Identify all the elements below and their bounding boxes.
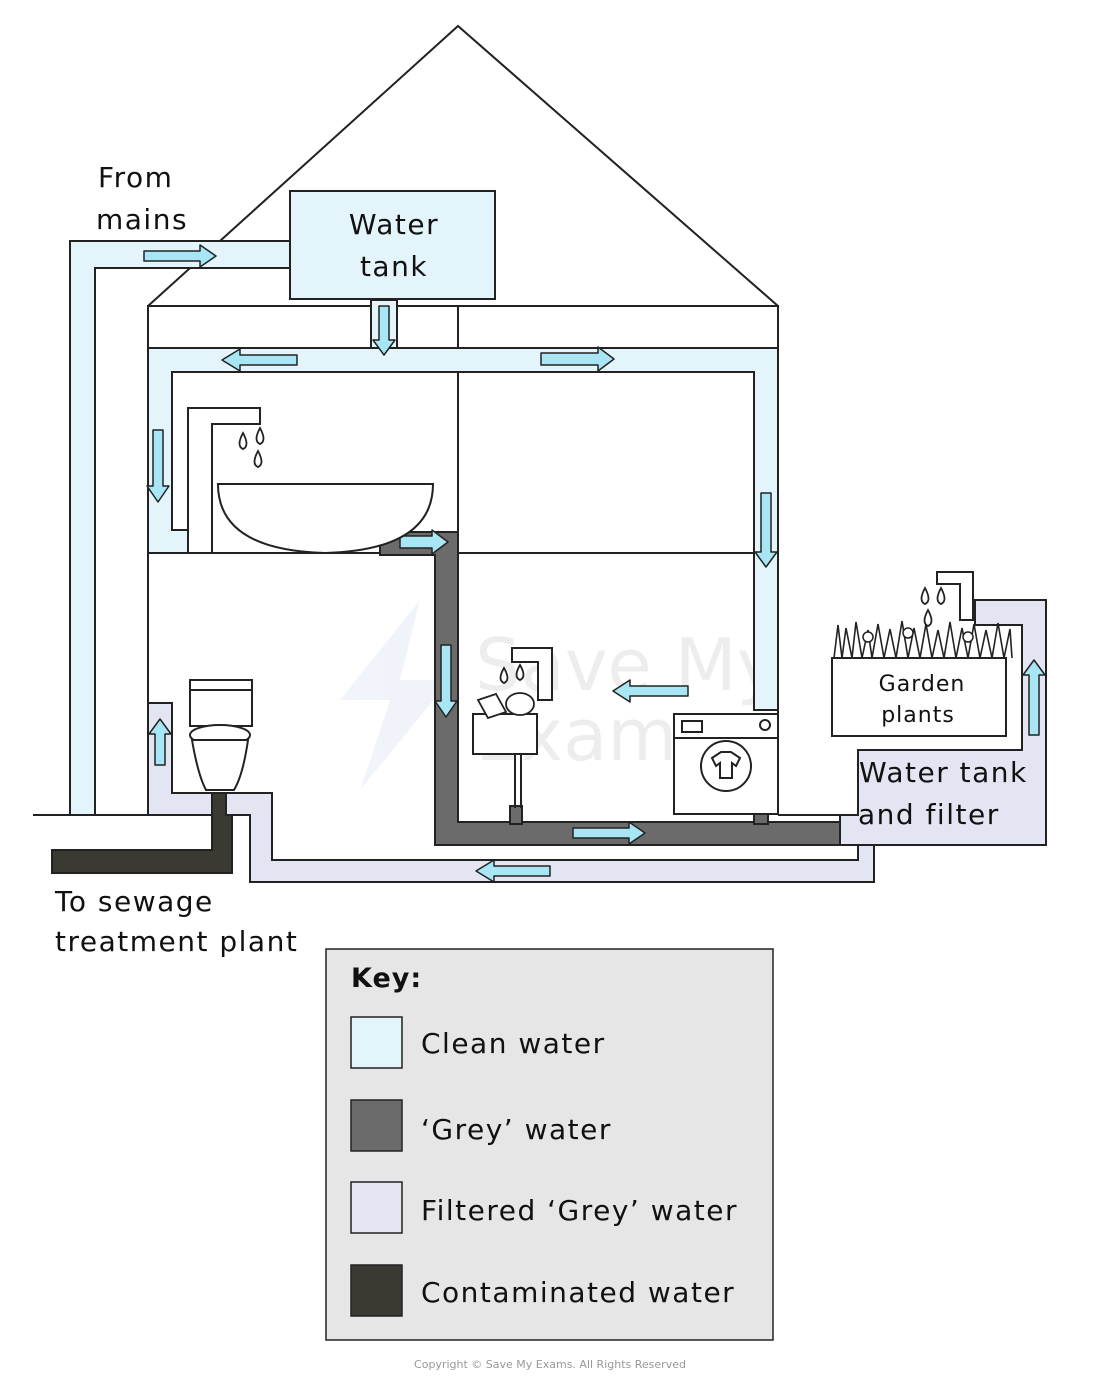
arrow-down-icon (434, 644, 458, 718)
copyright: Copyright © Save My Exams. All Rights Re… (414, 1358, 686, 1371)
garden-plants-label-line-1: Garden (879, 672, 966, 697)
key-label-contaminated: Contaminated water (421, 1276, 735, 1309)
arrow-right-icon (540, 346, 615, 372)
arrow-left-icon (475, 859, 551, 883)
water-tank-filter-label-line-2: and filter (858, 798, 1000, 831)
arrow-right-icon (399, 529, 449, 555)
basin-icon (216, 483, 435, 555)
shirt-icon (710, 751, 742, 779)
garden-tap-icon (936, 571, 974, 621)
kitchen-tap-icon (511, 647, 553, 701)
arrow-down-icon (372, 305, 396, 356)
bathroom-sink (187, 407, 435, 555)
kitchen-basin-icon (472, 713, 538, 755)
watermark-bolt-icon (340, 600, 450, 790)
from-mains-label: From mains (96, 161, 188, 236)
arrow-right-icon (143, 244, 217, 268)
arrow-down-icon (146, 429, 170, 503)
arrow-down-icon (754, 492, 778, 568)
from-mains-label-line-1: From (98, 161, 173, 194)
sewage-label-line-2: treatment plant (55, 925, 298, 958)
flowers-icon (862, 627, 974, 643)
grass-icon (833, 620, 1013, 659)
filtered-water-pipes (147, 599, 1047, 883)
contaminated-water-pipe (51, 792, 233, 874)
key-swatch-clean (350, 1016, 403, 1069)
key-swatch-contaminated (350, 1264, 403, 1317)
washing-machine-icon (673, 713, 779, 815)
key-swatch-filtered (350, 1181, 403, 1234)
arrow-up-icon (1022, 659, 1046, 736)
tap-icon (187, 407, 261, 554)
key-label-filtered: Filtered ‘Grey’ water (421, 1194, 738, 1227)
arrow-up-icon (148, 718, 172, 766)
water-tank-filter-label: Water tank and filter (858, 756, 1028, 831)
key-swatch-grey (350, 1099, 403, 1152)
key-title: Key: (351, 963, 422, 994)
garden-drops-icon (920, 586, 946, 627)
kitchen-sink (472, 647, 553, 808)
arrow-right-icon (572, 821, 646, 845)
toilet-icon (189, 679, 253, 791)
garden-plants-label-line-2: plants (881, 703, 955, 728)
sewage-label-line-1: To sewage (54, 885, 214, 918)
key-box: Key: Clean water ‘Grey’ water Filtered ‘… (325, 948, 774, 1341)
key-label-grey: ‘Grey’ water (421, 1113, 612, 1146)
house-roof (147, 24, 779, 307)
water-drops-icon (238, 426, 265, 468)
flow-arrows (143, 244, 1046, 883)
water-tank-label-line-2: tank (360, 250, 428, 283)
water-tank-filter-label-line-1: Water tank (859, 756, 1028, 789)
dishes-icon (476, 663, 535, 720)
water-tank: Water tank (289, 190, 496, 300)
arrow-left-icon (221, 348, 298, 372)
from-mains-label-line-2: mains (96, 203, 188, 236)
water-tank-label-line-1: Water (349, 208, 439, 241)
arrow-left-icon (612, 679, 689, 703)
garden-planter: Garden plants (831, 571, 1013, 737)
sewage-label: To sewage treatment plant (54, 885, 298, 958)
key-label-clean: Clean water (421, 1027, 606, 1060)
